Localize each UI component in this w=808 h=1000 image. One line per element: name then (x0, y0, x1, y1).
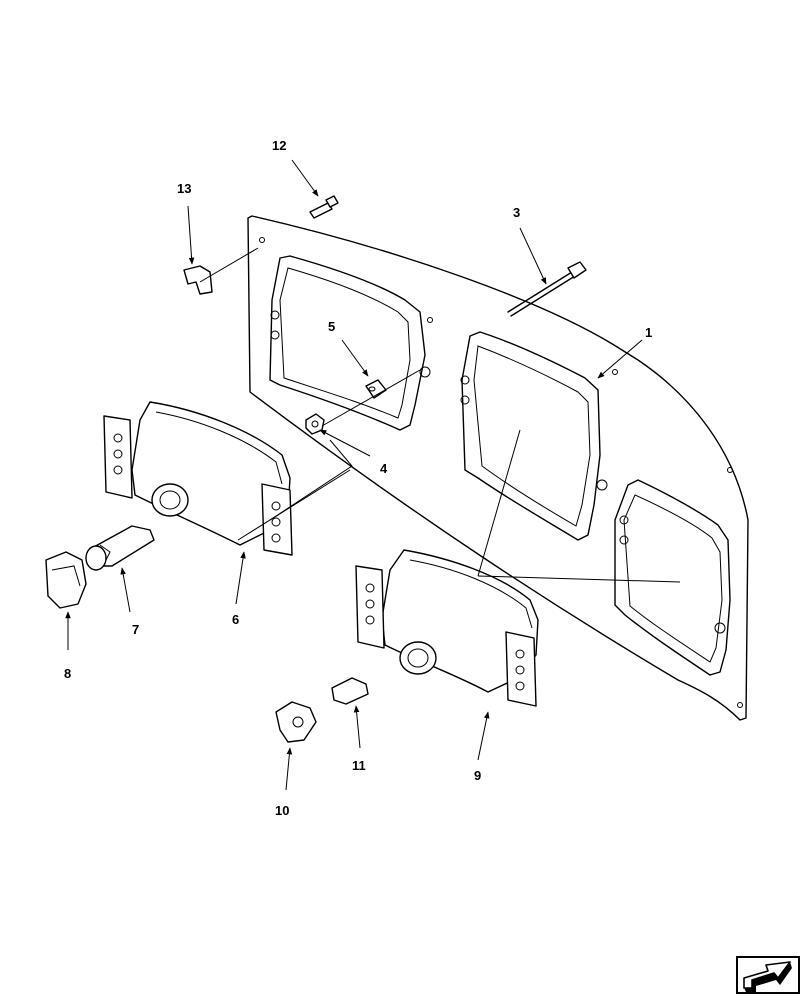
small-bulb (331, 677, 369, 705)
short-screw (309, 195, 339, 219)
lamp-housing-right (355, 549, 539, 707)
callout-arrows (65, 159, 643, 791)
bulb-socket (45, 551, 87, 609)
assembly-lines (199, 247, 681, 583)
lamp-housing-left (103, 401, 293, 556)
callout-6: 6 (232, 612, 239, 627)
mounting-panel (247, 215, 749, 721)
next-page-button[interactable] (736, 956, 800, 994)
clip (183, 265, 213, 295)
callout-10: 10 (275, 803, 289, 818)
callout-7: 7 (132, 622, 139, 637)
callout-12: 12 (272, 138, 286, 153)
next-page-arrow-icon (743, 961, 792, 992)
callout-3: 3 (513, 205, 520, 220)
callout-9: 9 (474, 768, 481, 783)
callout-8: 8 (64, 666, 71, 681)
callout-4: 4 (380, 461, 388, 476)
callout-1: 1 (645, 325, 652, 340)
callout-13: 13 (177, 181, 191, 196)
long-screw (507, 261, 587, 317)
halogen-bulb (85, 525, 155, 571)
callout-11: 11 (352, 758, 366, 773)
callout-5: 5 (328, 319, 335, 334)
small-socket (275, 701, 317, 743)
